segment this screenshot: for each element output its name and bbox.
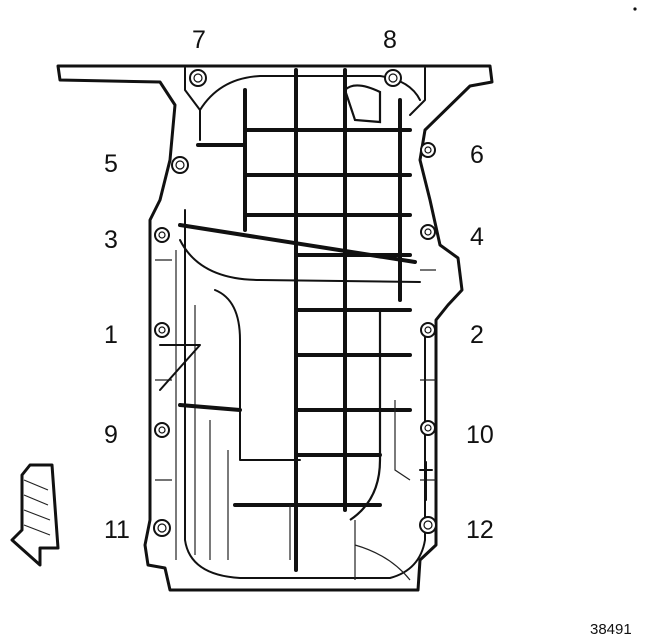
callout-12: 12 bbox=[466, 516, 494, 544]
bolt-hole-8 bbox=[384, 69, 402, 87]
callout-4: 4 bbox=[470, 223, 484, 251]
callout-9: 9 bbox=[104, 421, 118, 449]
front-direction-arrow-icon bbox=[10, 463, 60, 567]
bolt-callouts: 7 8 5 6 3 4 1 2 9 10 11 12 bbox=[104, 26, 494, 544]
figure-id: 38491 bbox=[590, 621, 632, 638]
callout-7: 7 bbox=[192, 26, 206, 54]
bolt-hole-7 bbox=[189, 69, 207, 87]
bolt-holes bbox=[153, 69, 437, 537]
rib-grid bbox=[178, 68, 417, 581]
callout-3: 3 bbox=[104, 226, 118, 254]
bolt-hole-6 bbox=[420, 142, 436, 158]
bolt-hole-1 bbox=[154, 322, 170, 338]
corner-dot bbox=[633, 7, 637, 11]
bolt-hole-12 bbox=[419, 516, 437, 534]
bolt-hole-11 bbox=[153, 519, 171, 537]
callout-6: 6 bbox=[470, 141, 484, 169]
inner-sump-wall bbox=[175, 209, 426, 579]
bolt-hole-2 bbox=[420, 322, 436, 338]
bolt-hole-4 bbox=[420, 224, 436, 240]
bolt-hole-5 bbox=[171, 156, 189, 174]
callout-11: 11 bbox=[104, 516, 130, 544]
oil-pan-outline bbox=[56, 64, 494, 592]
callout-5: 5 bbox=[104, 150, 118, 178]
callout-8: 8 bbox=[383, 26, 397, 54]
callout-10: 10 bbox=[466, 421, 494, 449]
callout-2: 2 bbox=[470, 321, 484, 349]
bolt-hole-3 bbox=[154, 227, 170, 243]
flange-details bbox=[155, 259, 436, 501]
bolt-hole-10 bbox=[420, 420, 436, 436]
callout-1: 1 bbox=[104, 321, 118, 349]
bolt-hole-9 bbox=[154, 422, 170, 438]
